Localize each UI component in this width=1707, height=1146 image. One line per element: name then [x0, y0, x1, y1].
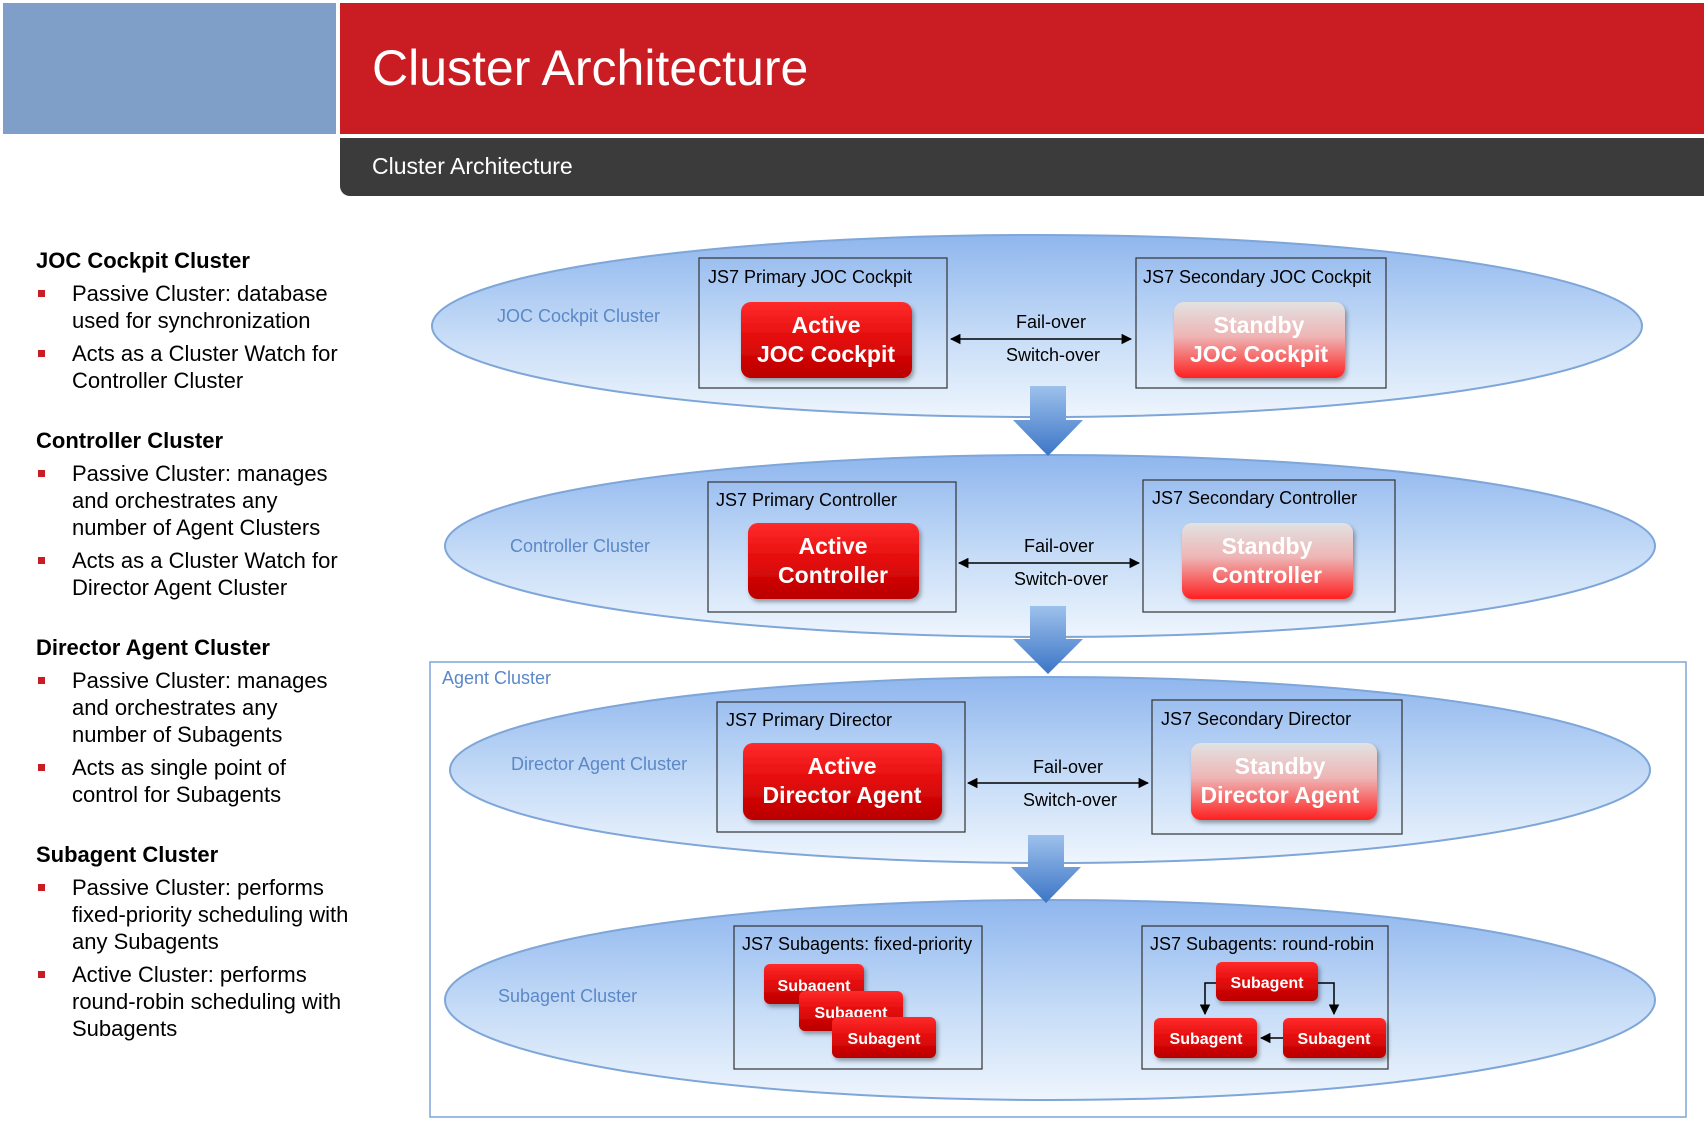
- subagent-label: Subagent: [848, 1031, 922, 1048]
- section-title: Controller Cluster: [36, 428, 224, 453]
- failover-label: Fail-over: [1033, 757, 1103, 777]
- subtitle-bar: Cluster Architecture: [340, 138, 1704, 196]
- bullet-item: Passive Cluster: manages and orchestrate…: [36, 460, 356, 541]
- cluster-label: Controller Cluster: [510, 536, 650, 556]
- cluster-label: Director Agent Cluster: [511, 754, 687, 774]
- cluster-label: JOC Cockpit Cluster: [497, 306, 660, 326]
- primary-title: JS7 Primary Controller: [716, 490, 897, 510]
- director-agent-cluster: Director Agent Cluster JS7 Primary Direc…: [449, 676, 1651, 864]
- bullet-item: Passive Cluster: manages and orchestrate…: [36, 667, 356, 748]
- page-subtitle: Cluster Architecture: [372, 153, 573, 179]
- bullet-item: Acts as a Cluster Watch for Controller C…: [36, 340, 356, 394]
- active-node-line1: Active: [807, 753, 876, 779]
- secondary-title: JS7 Secondary JOC Cockpit: [1143, 267, 1371, 287]
- fixed-priority-title: JS7 Subagents: fixed-priority: [742, 934, 972, 954]
- standby-node-line1: Standby: [1222, 533, 1313, 559]
- sidebar-section-joc: JOC Cockpit Cluster Passive Cluster: dat…: [36, 248, 356, 394]
- active-node-line2: JOC Cockpit: [757, 341, 895, 367]
- header-accent-block: [3, 3, 336, 134]
- bullet-item: Active Cluster: performs round-robin sch…: [36, 961, 356, 1042]
- round-robin-title: JS7 Subagents: round-robin: [1150, 934, 1374, 954]
- standby-node: [1182, 523, 1353, 599]
- subagent-node: [1216, 962, 1318, 1001]
- secondary-title: JS7 Secondary Controller: [1152, 488, 1357, 508]
- section-title: Director Agent Cluster: [36, 635, 270, 660]
- standby-node: [1174, 302, 1345, 378]
- failover-label: Fail-over: [1024, 536, 1094, 556]
- sidebar-section-controller: Controller Cluster Passive Cluster: mana…: [36, 428, 356, 601]
- active-node-line2: Director Agent: [763, 782, 922, 808]
- sidebar-section-director: Director Agent Cluster Passive Cluster: …: [36, 635, 356, 808]
- active-node-line2: Controller: [778, 562, 888, 588]
- switchover-label: Switch-over: [1014, 569, 1108, 589]
- switchover-label: Switch-over: [1006, 345, 1100, 365]
- subagent-node: [832, 1017, 936, 1058]
- secondary-box: [1135, 257, 1387, 389]
- standby-node-line2: JOC Cockpit: [1190, 341, 1328, 367]
- active-node-line1: Active: [798, 533, 867, 559]
- round-robin-box: [1141, 925, 1389, 1070]
- active-node-line1: Active: [791, 312, 860, 338]
- subagent-node: [1154, 1018, 1257, 1058]
- agent-cluster-label: Agent Cluster: [442, 668, 551, 688]
- fixed-priority-box: [733, 925, 983, 1070]
- primary-box: [707, 481, 957, 613]
- bullet-item: Acts as single point of control for Suba…: [36, 754, 356, 808]
- controller-cluster: Controller Cluster JS7 Primary Controlle…: [444, 454, 1656, 638]
- primary-box: [698, 257, 948, 389]
- down-arrow-icon: [1013, 386, 1083, 456]
- page-title: Cluster Architecture: [372, 40, 809, 96]
- round-robin-arrow: [1318, 982, 1340, 1016]
- bullet-item: Passive Cluster: performs fixed-priority…: [36, 874, 356, 955]
- standby-node-line1: Standby: [1214, 312, 1305, 338]
- standby-node-line1: Standby: [1235, 753, 1326, 779]
- active-node: [741, 302, 912, 378]
- subagent-label: Subagent: [1170, 1031, 1244, 1048]
- section-title: Subagent Cluster: [36, 842, 219, 867]
- standby-node-line2: Controller: [1212, 562, 1322, 588]
- subagent-label: Subagent: [778, 978, 852, 995]
- secondary-title: JS7 Secondary Director: [1161, 709, 1351, 729]
- round-robin-arrow: [1199, 982, 1216, 1016]
- secondary-box: [1142, 479, 1396, 613]
- failover-label: Fail-over: [1016, 312, 1086, 332]
- section-title: JOC Cockpit Cluster: [36, 248, 250, 273]
- standby-node-line2: Director Agent: [1201, 782, 1360, 808]
- bullet-item: Acts as a Cluster Watch for Director Age…: [36, 547, 356, 601]
- secondary-box: [1151, 699, 1403, 835]
- subagent-node: [1283, 1018, 1386, 1058]
- active-node: [743, 743, 942, 820]
- primary-title: JS7 Primary Director: [726, 710, 892, 730]
- bullet-item: Passive Cluster: database used for synch…: [36, 280, 356, 334]
- subagent-label: Subagent: [1298, 1031, 1372, 1048]
- primary-title: JS7 Primary JOC Cockpit: [708, 267, 912, 287]
- sidebar-section-subagent: Subagent Cluster Passive Cluster: perfor…: [36, 842, 356, 1042]
- subagent-label: Subagent: [1231, 975, 1305, 992]
- sidebar-description: JOC Cockpit Cluster Passive Cluster: dat…: [36, 248, 356, 1076]
- switchover-label: Switch-over: [1023, 790, 1117, 810]
- down-arrow-icon: [1011, 835, 1081, 903]
- primary-box: [716, 701, 966, 833]
- down-arrow-icon: [1013, 606, 1083, 674]
- active-node: [748, 523, 919, 599]
- joc-cockpit-cluster: JOC Cockpit Cluster JS7 Primary JOC Cock…: [431, 234, 1643, 418]
- subagent-cluster: Subagent Cluster JS7 Subagents: fixed-pr…: [444, 899, 1656, 1101]
- standby-node: [1191, 743, 1377, 820]
- cluster-label: Subagent Cluster: [498, 986, 637, 1006]
- title-bar: Cluster Architecture: [340, 3, 1704, 134]
